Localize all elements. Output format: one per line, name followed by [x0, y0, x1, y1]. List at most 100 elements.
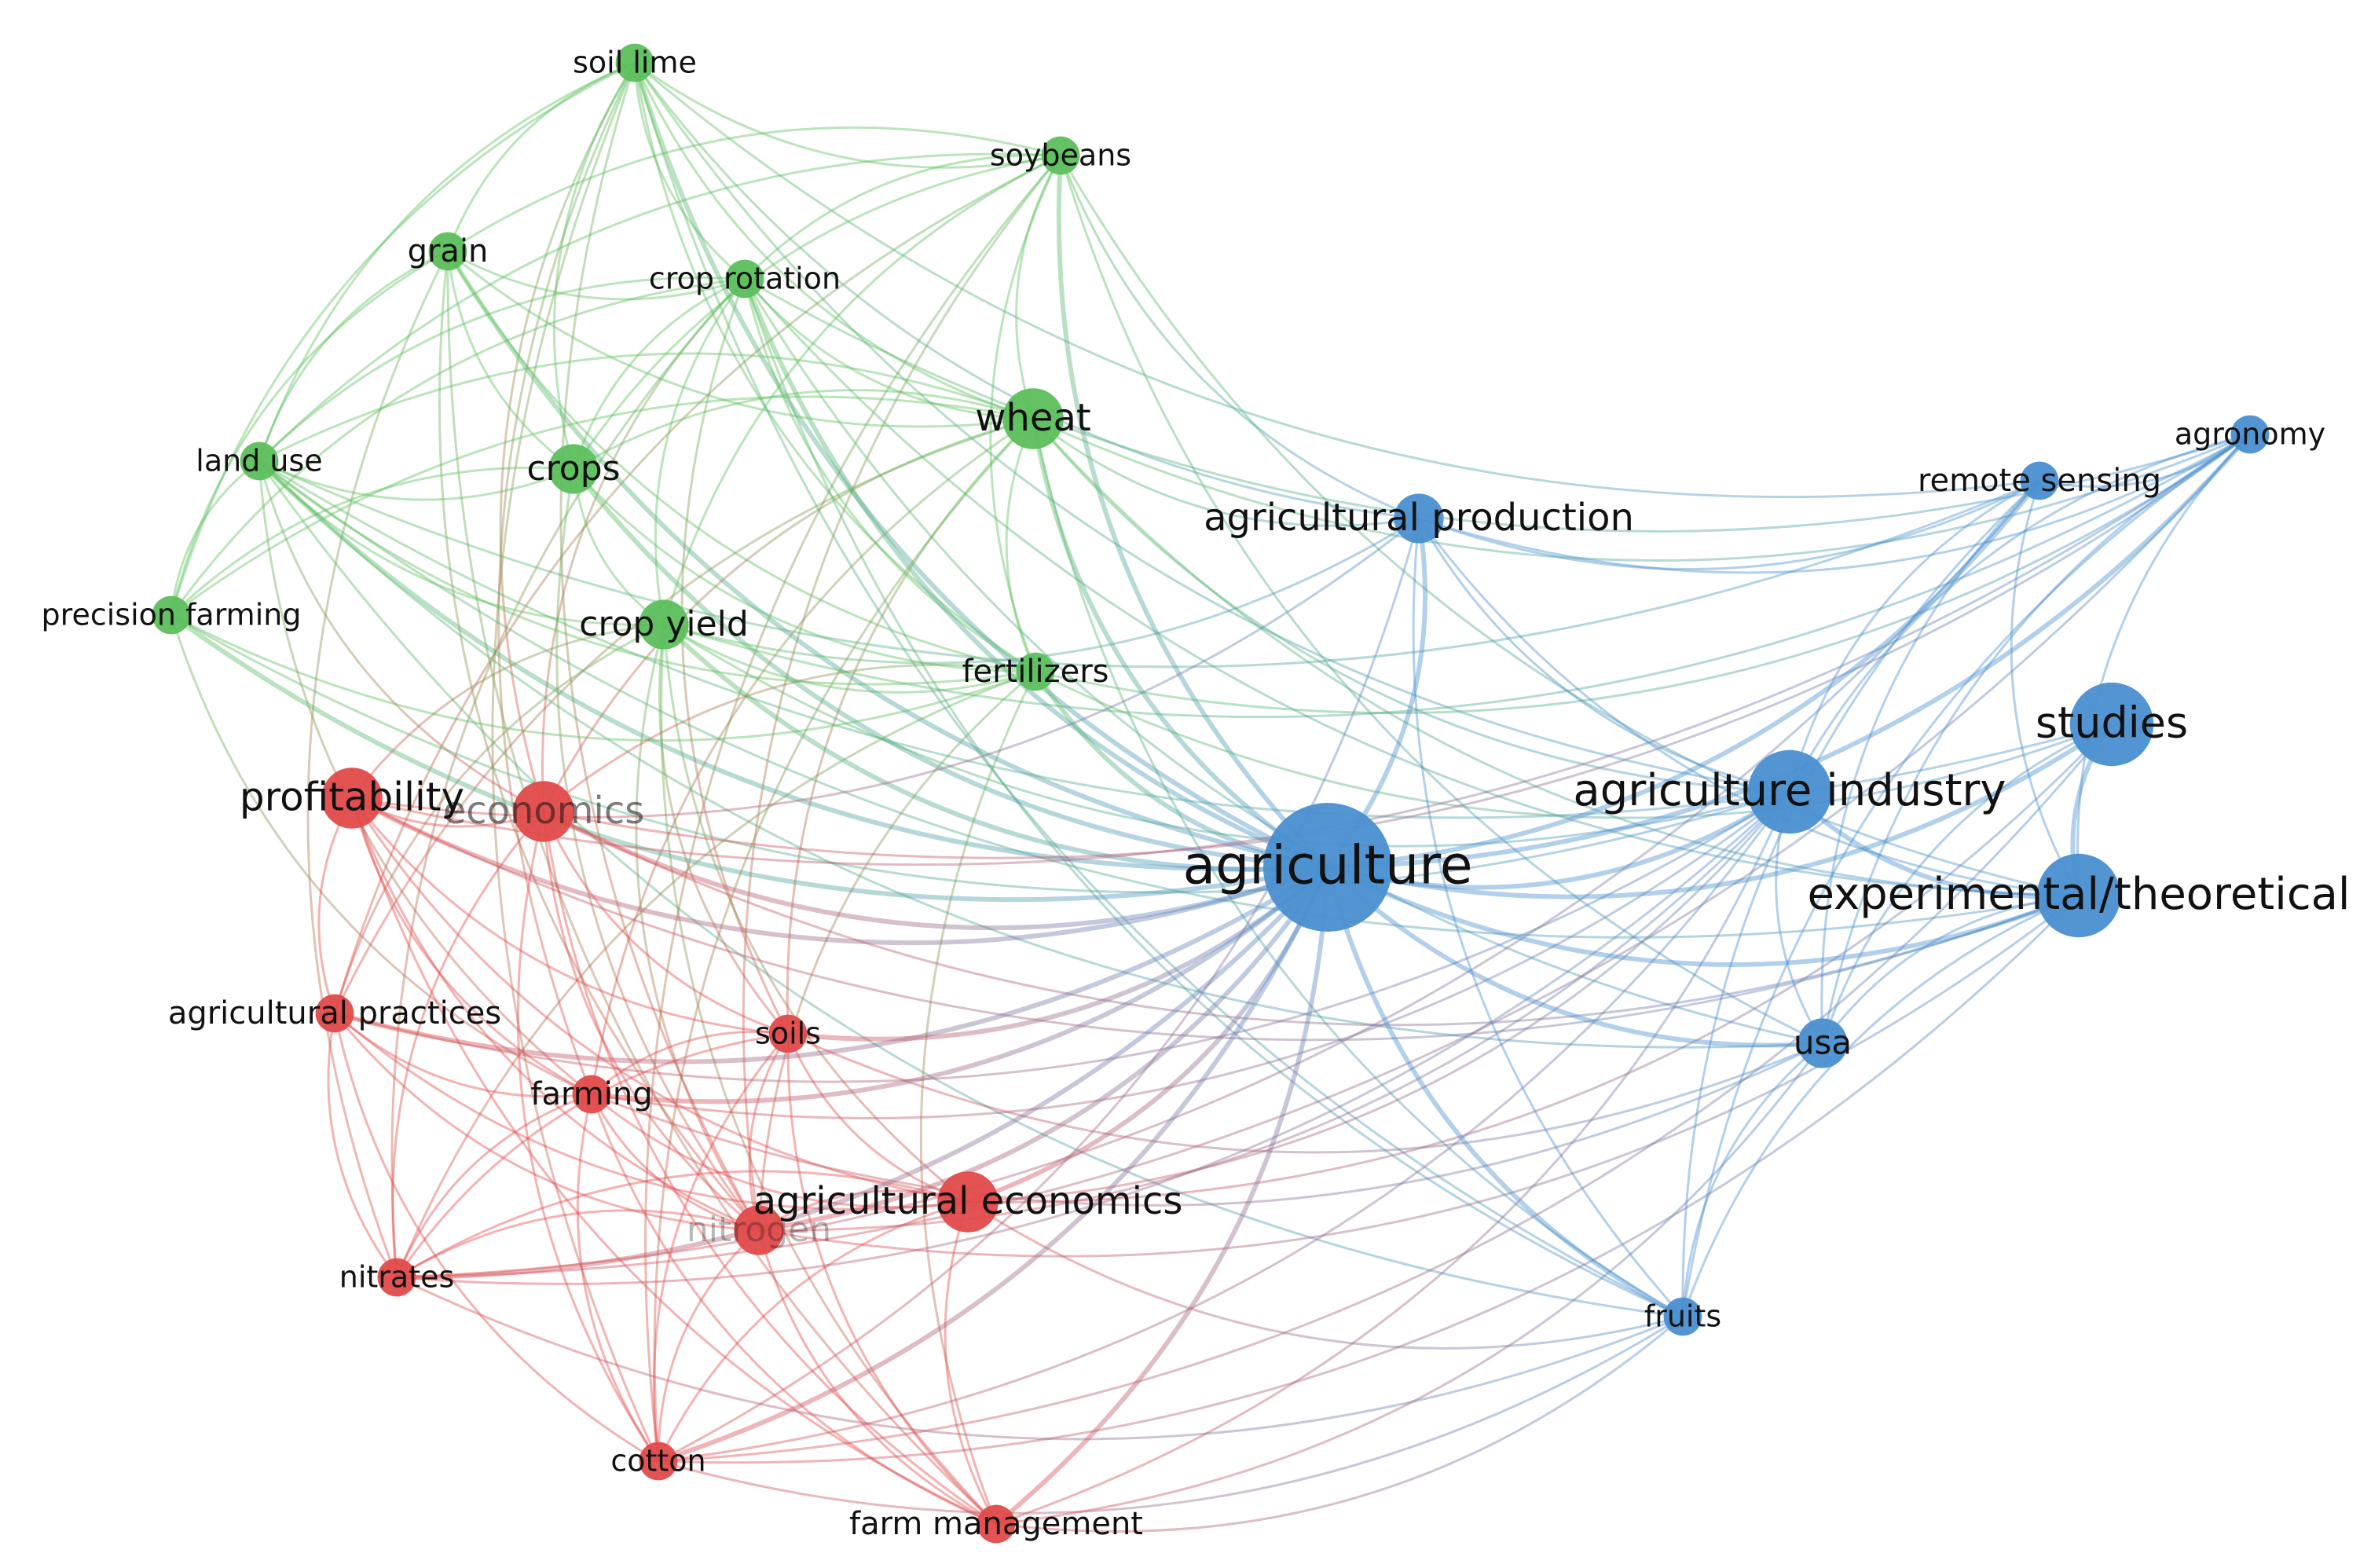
node-label-land-use: land use [196, 444, 322, 478]
node-agriculture[interactable] [1263, 803, 1392, 932]
edge-soil_lime-economics [499, 62, 636, 812]
edge-grain-crop_rotation [447, 250, 746, 301]
node-label-agricultural-practices: agricultural practices [168, 995, 501, 1031]
edge-agriculture-fruits [1325, 866, 1684, 1319]
node-label-profitability: profitability [240, 775, 464, 820]
node-agricultural-practices[interactable] [315, 994, 354, 1033]
edge-land_use-economics [258, 460, 544, 813]
edge-farming-farm_management [590, 1094, 997, 1526]
edge-grain-agriculture [445, 250, 1328, 870]
edge-profitability-farm_management [350, 797, 997, 1526]
edge-precision_farming-agriculture [170, 613, 1328, 903]
edge-soils-cotton [652, 1033, 790, 1462]
node-soil-lime[interactable] [615, 43, 654, 82]
edge-agricultural_economics-fruits [967, 1200, 1684, 1350]
edge-land_use-precision_farming [170, 460, 260, 616]
edge-agricultural_production-experimental_theoretical [1417, 518, 2080, 897]
node-land-use[interactable] [240, 441, 279, 481]
edge-nitrogen-experimental_theoretical [758, 894, 2080, 1258]
node-label-usa: usa [1794, 1024, 1852, 1062]
node-label-soils: soils [755, 1017, 821, 1051]
edge-wheat-agriculture_industry [1032, 418, 1790, 793]
node-remote-sensing[interactable] [2020, 461, 2059, 500]
edge-remote_sensing-fruits [1681, 479, 2041, 1317]
edge-economics-farm_management [542, 811, 997, 1526]
node-label-nitrogen: nitrogen [687, 1210, 831, 1250]
node-soils[interactable] [768, 1014, 808, 1053]
node-agronomy[interactable] [2230, 415, 2270, 454]
node-crop-rotation[interactable] [725, 259, 764, 299]
edge-economics-agriculture [542, 809, 1329, 931]
edge-soybeans-agricultural_production [1059, 155, 1420, 520]
edge-grain-crops [446, 251, 574, 471]
node-label-fertilizers: fertilizers [962, 654, 1109, 690]
edge-precision_farming-agriculture_industry [170, 614, 1790, 894]
edge-land_use-agriculture [257, 459, 1328, 872]
edge-fertilizers-nitrogen [757, 670, 1036, 1231]
node-studies[interactable] [2069, 682, 2154, 767]
node-label-farming: farming [530, 1076, 652, 1112]
node-crop-yield[interactable] [639, 599, 689, 650]
node-label-nitrates: nitrates [339, 1260, 455, 1295]
edge-agricultural_production-fruits [1412, 518, 1684, 1318]
node-agricultural-production[interactable] [1394, 493, 1444, 544]
node-fertilizers[interactable] [1016, 652, 1055, 691]
node-economics[interactable] [513, 781, 574, 842]
edge-soil_lime-soybeans [634, 61, 1061, 169]
edge-profitability-experimental_theoretical [351, 797, 2080, 1042]
node-agricultural-economics[interactable] [937, 1171, 999, 1233]
node-soybeans[interactable] [1041, 136, 1080, 175]
edge-land_use-remote_sensing [258, 460, 2040, 669]
edge-agricultural_production-agronomy [1418, 433, 2251, 574]
edge-land_use-crops [258, 460, 574, 501]
edge-agricultural_production-remote_sensing [1418, 479, 2040, 570]
edge-nitrogen-farm_management [757, 1229, 997, 1526]
node-cotton[interactable] [639, 1442, 678, 1481]
node-nitrates[interactable] [377, 1258, 416, 1297]
node-grain[interactable] [428, 232, 467, 271]
edge-agronomy-usa [1821, 433, 2251, 1044]
edge-agricultural_economics-cotton [657, 1200, 969, 1462]
edge-farming-cotton [576, 1094, 660, 1462]
edge-crop_rotation-crops [572, 277, 746, 470]
edge-land_use-studies [258, 460, 2113, 819]
edge-wheat-crops [573, 389, 1034, 471]
edge-wheat-experimental_theoretical [1032, 418, 2080, 897]
edge-agricultural_economics-studies [967, 723, 2113, 1203]
node-label-crop-yield: crop yield [579, 604, 749, 644]
edge-crop_rotation-precision_farming [170, 277, 746, 616]
node-label-agricultural-production: agricultural production [1204, 496, 1634, 540]
edge-crop_yield-agricultural_practices [333, 623, 665, 1014]
edge-economics-nitrates [391, 811, 545, 1278]
edge-fertilizers-studies [1035, 670, 2113, 819]
node-label-wheat: wheat [975, 396, 1090, 440]
edge-crop_rotation-fertilizers [743, 278, 1036, 673]
node-wheat[interactable] [1002, 388, 1064, 449]
edge-soil_lime-cotton [491, 62, 660, 1462]
node-profitability[interactable] [321, 768, 383, 829]
edge-soil_lime-land_use [258, 61, 636, 462]
node-agriculture-industry[interactable] [1747, 749, 1832, 834]
edge-wheat-agriculture [1031, 418, 1329, 870]
edge-crop_rotation-agriculture [742, 277, 1329, 870]
node-fruits[interactable] [1663, 1297, 1702, 1336]
edge-wheat-agricultural_production [1032, 417, 1420, 527]
edge-wheat-agronomy [1032, 417, 2251, 562]
node-crops[interactable] [548, 444, 599, 494]
edge-agricultural_practices-farming [334, 1012, 592, 1098]
node-nitrogen[interactable] [734, 1205, 784, 1255]
node-usa[interactable] [1797, 1018, 1848, 1068]
node-farm-management[interactable] [977, 1504, 1016, 1544]
node-farming[interactable] [572, 1075, 611, 1114]
edge-agricultural_practices-nitrogen [333, 1013, 760, 1232]
edge-agricultural_practices-agriculture [334, 865, 1329, 1064]
edge-profitability-soils [350, 797, 789, 1035]
edge-crop_yield-fertilizers [663, 623, 1036, 694]
node-experimental-theoretical[interactable] [2036, 853, 2121, 938]
node-label-precision-farming: precision farming [42, 598, 302, 632]
edge-crop_rotation-soils [680, 278, 790, 1035]
node-precision-farming[interactable] [152, 595, 191, 635]
edge-economics-cotton [516, 811, 660, 1462]
